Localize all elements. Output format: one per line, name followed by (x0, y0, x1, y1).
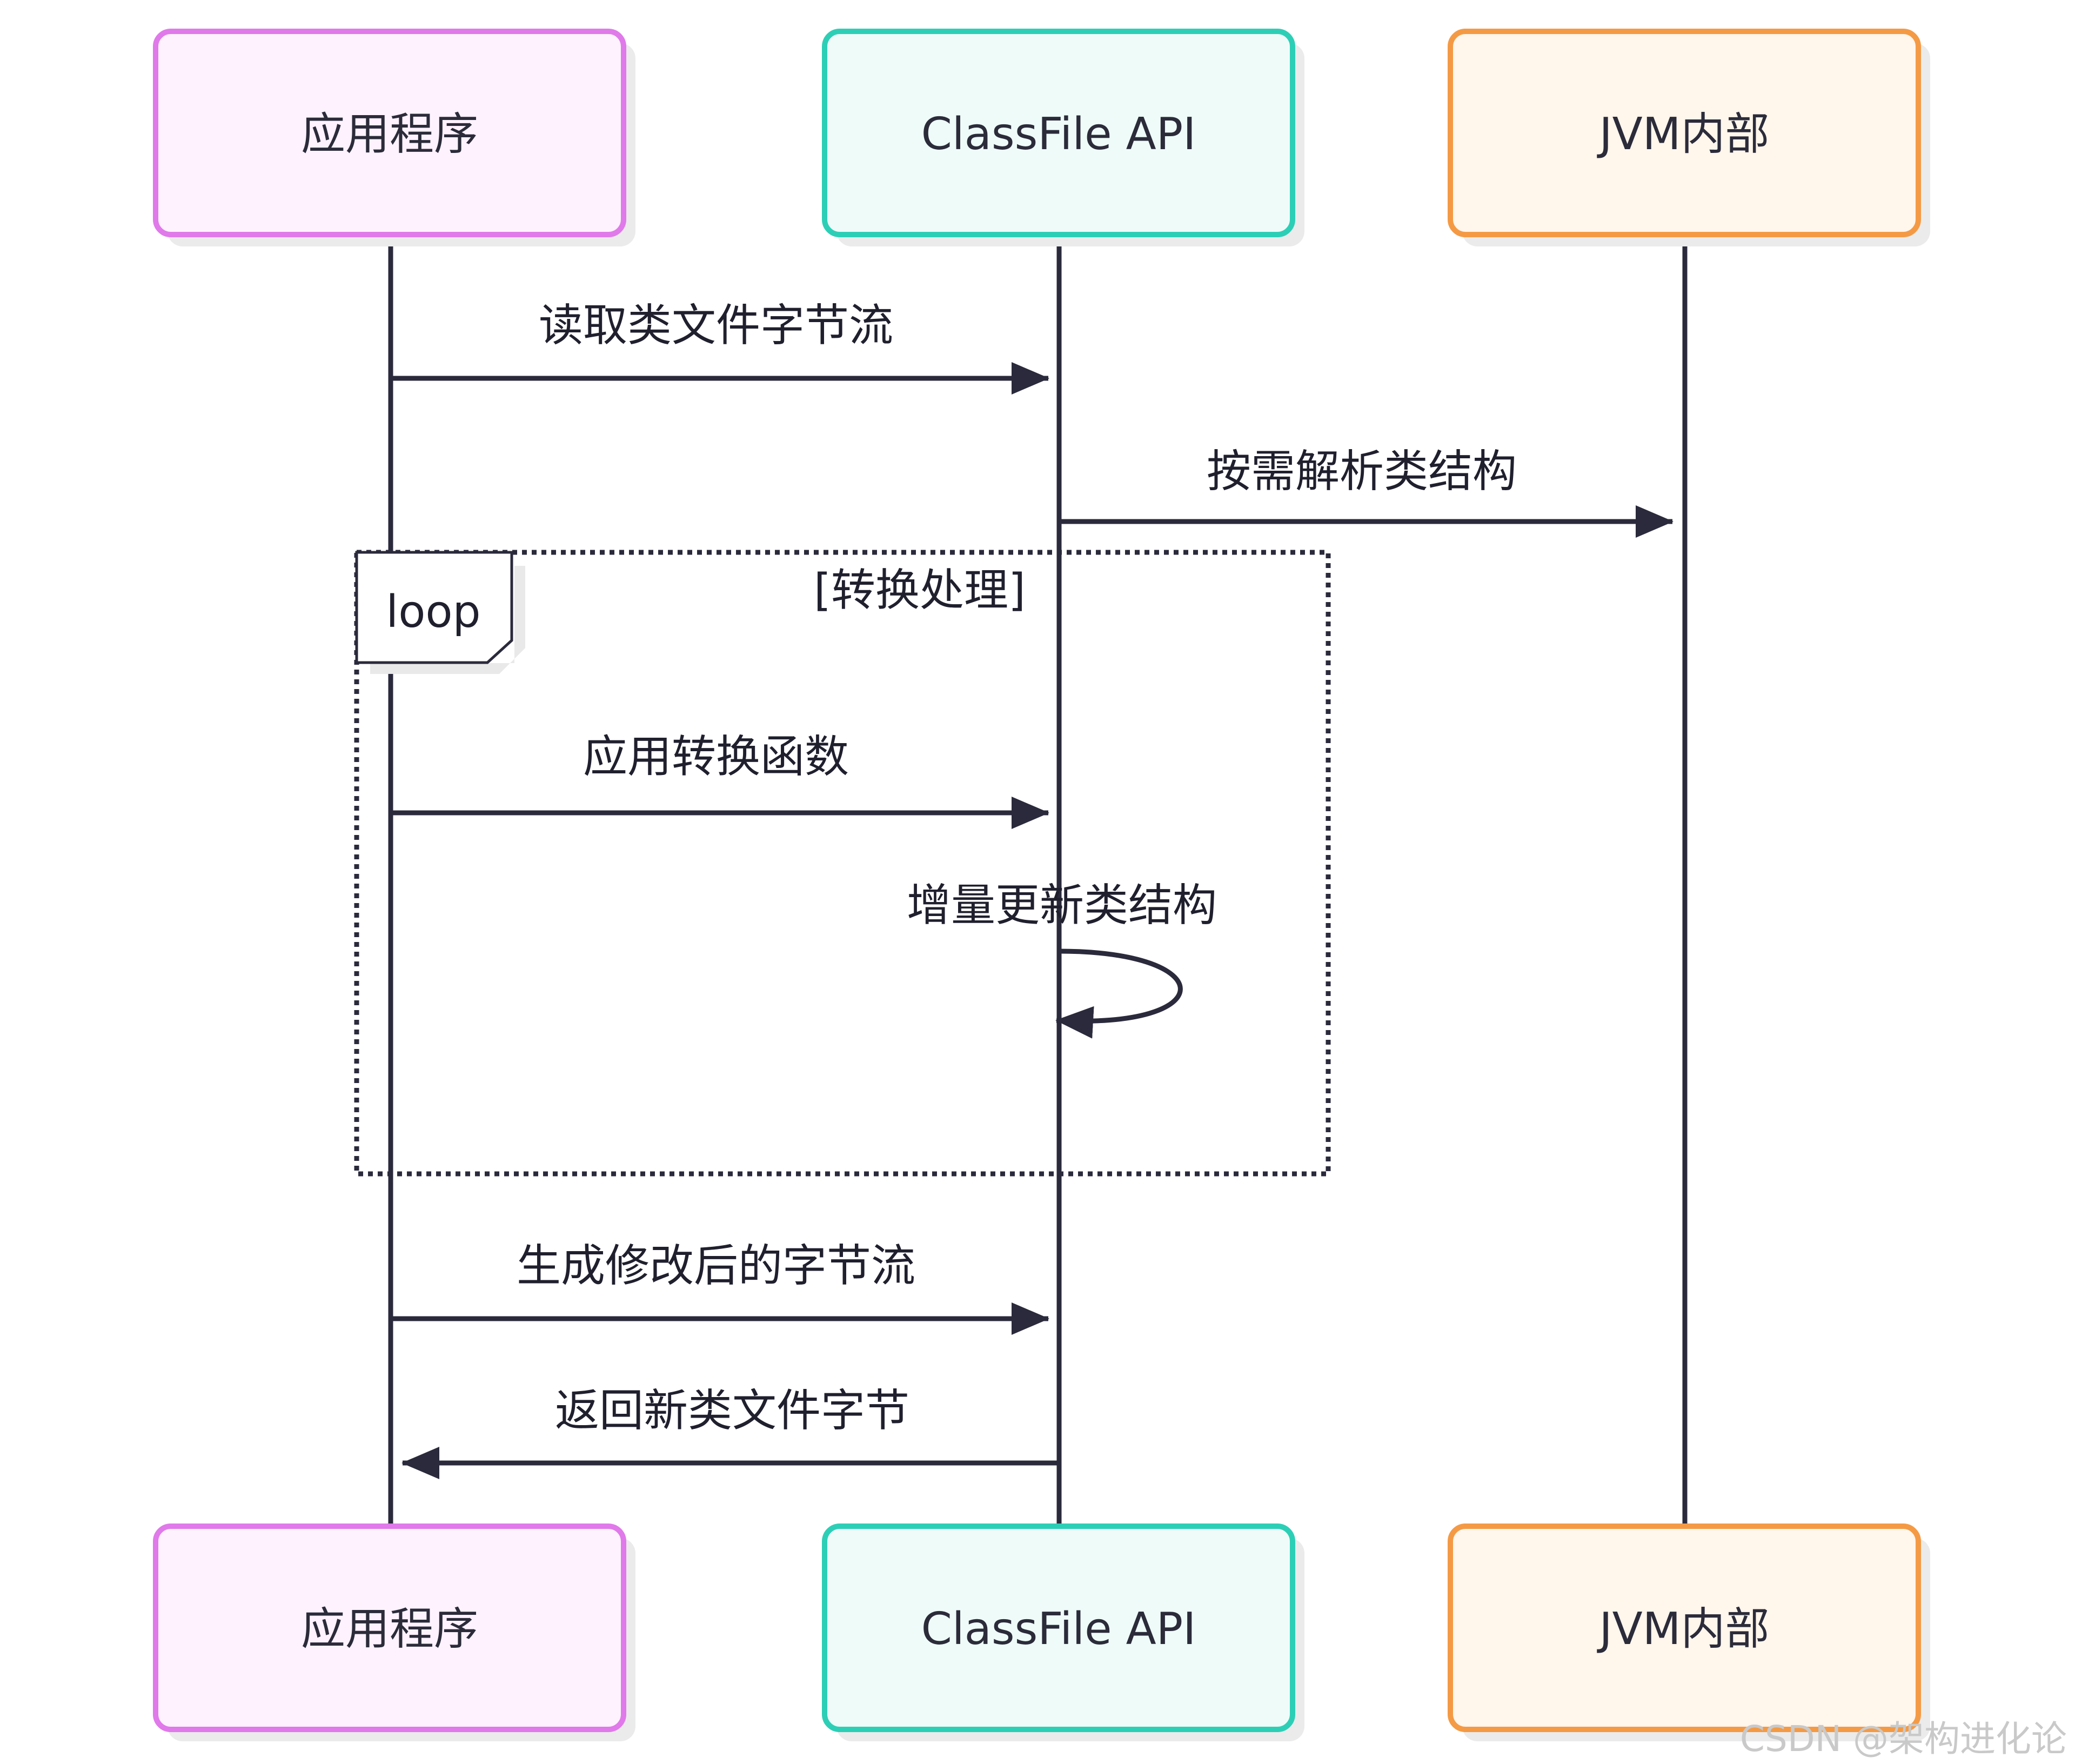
participant-box (1448, 1524, 1921, 1732)
message-label: 增量更新类结构 (907, 880, 1217, 931)
loop-tab (355, 551, 513, 664)
message-1: 读取类文件字节流 (391, 300, 1049, 395)
message-label: 按需解析类结构 (1207, 446, 1517, 497)
participant-classfile-top: ClassFile API (822, 29, 1304, 246)
participant-box (1448, 29, 1921, 237)
participant-box (822, 1524, 1295, 1732)
message-5: 生成修改后的字节流 (391, 1240, 1049, 1335)
message-4-self: 增量更新类结构 (907, 880, 1217, 1039)
participant-classfile-bottom: ClassFile API (822, 1524, 1304, 1741)
participant-jvm-bottom: JVM内部 (1448, 1524, 1930, 1741)
message-label: 生成修改后的字节流 (517, 1240, 915, 1292)
loop-frame: loop [转换处理] (354, 550, 1331, 1177)
message-label: 应用转换函数 (583, 731, 849, 783)
loop-condition: [转换处理] (814, 565, 1026, 616)
watermark: CSDN @架构进化论 (1740, 1718, 2067, 1760)
message-label: 返回新类文件字节 (555, 1385, 909, 1436)
message-3: 应用转换函数 (391, 731, 1049, 829)
participant-box (153, 1524, 626, 1732)
participant-label: JVM内部 (1596, 1603, 1769, 1655)
participant-jvm-top: JVM内部 (1448, 29, 1930, 246)
participant-label: ClassFile API (921, 1603, 1196, 1655)
participant-box (153, 29, 626, 237)
participant-app-top: 应用程序 (153, 29, 635, 246)
message-label: 读取类文件字节流 (539, 300, 893, 351)
participant-box (822, 29, 1295, 237)
message-6: 返回新类文件字节 (401, 1385, 1059, 1479)
participant-label: 应用程序 (301, 1603, 478, 1655)
message-2: 按需解析类结构 (1059, 446, 1674, 538)
participant-app-bottom: 应用程序 (153, 1524, 635, 1741)
participant-label: 应用程序 (301, 109, 478, 160)
participant-label: JVM内部 (1596, 109, 1769, 160)
participant-label: ClassFile API (921, 109, 1196, 160)
loop-keyword: loop (386, 586, 480, 638)
